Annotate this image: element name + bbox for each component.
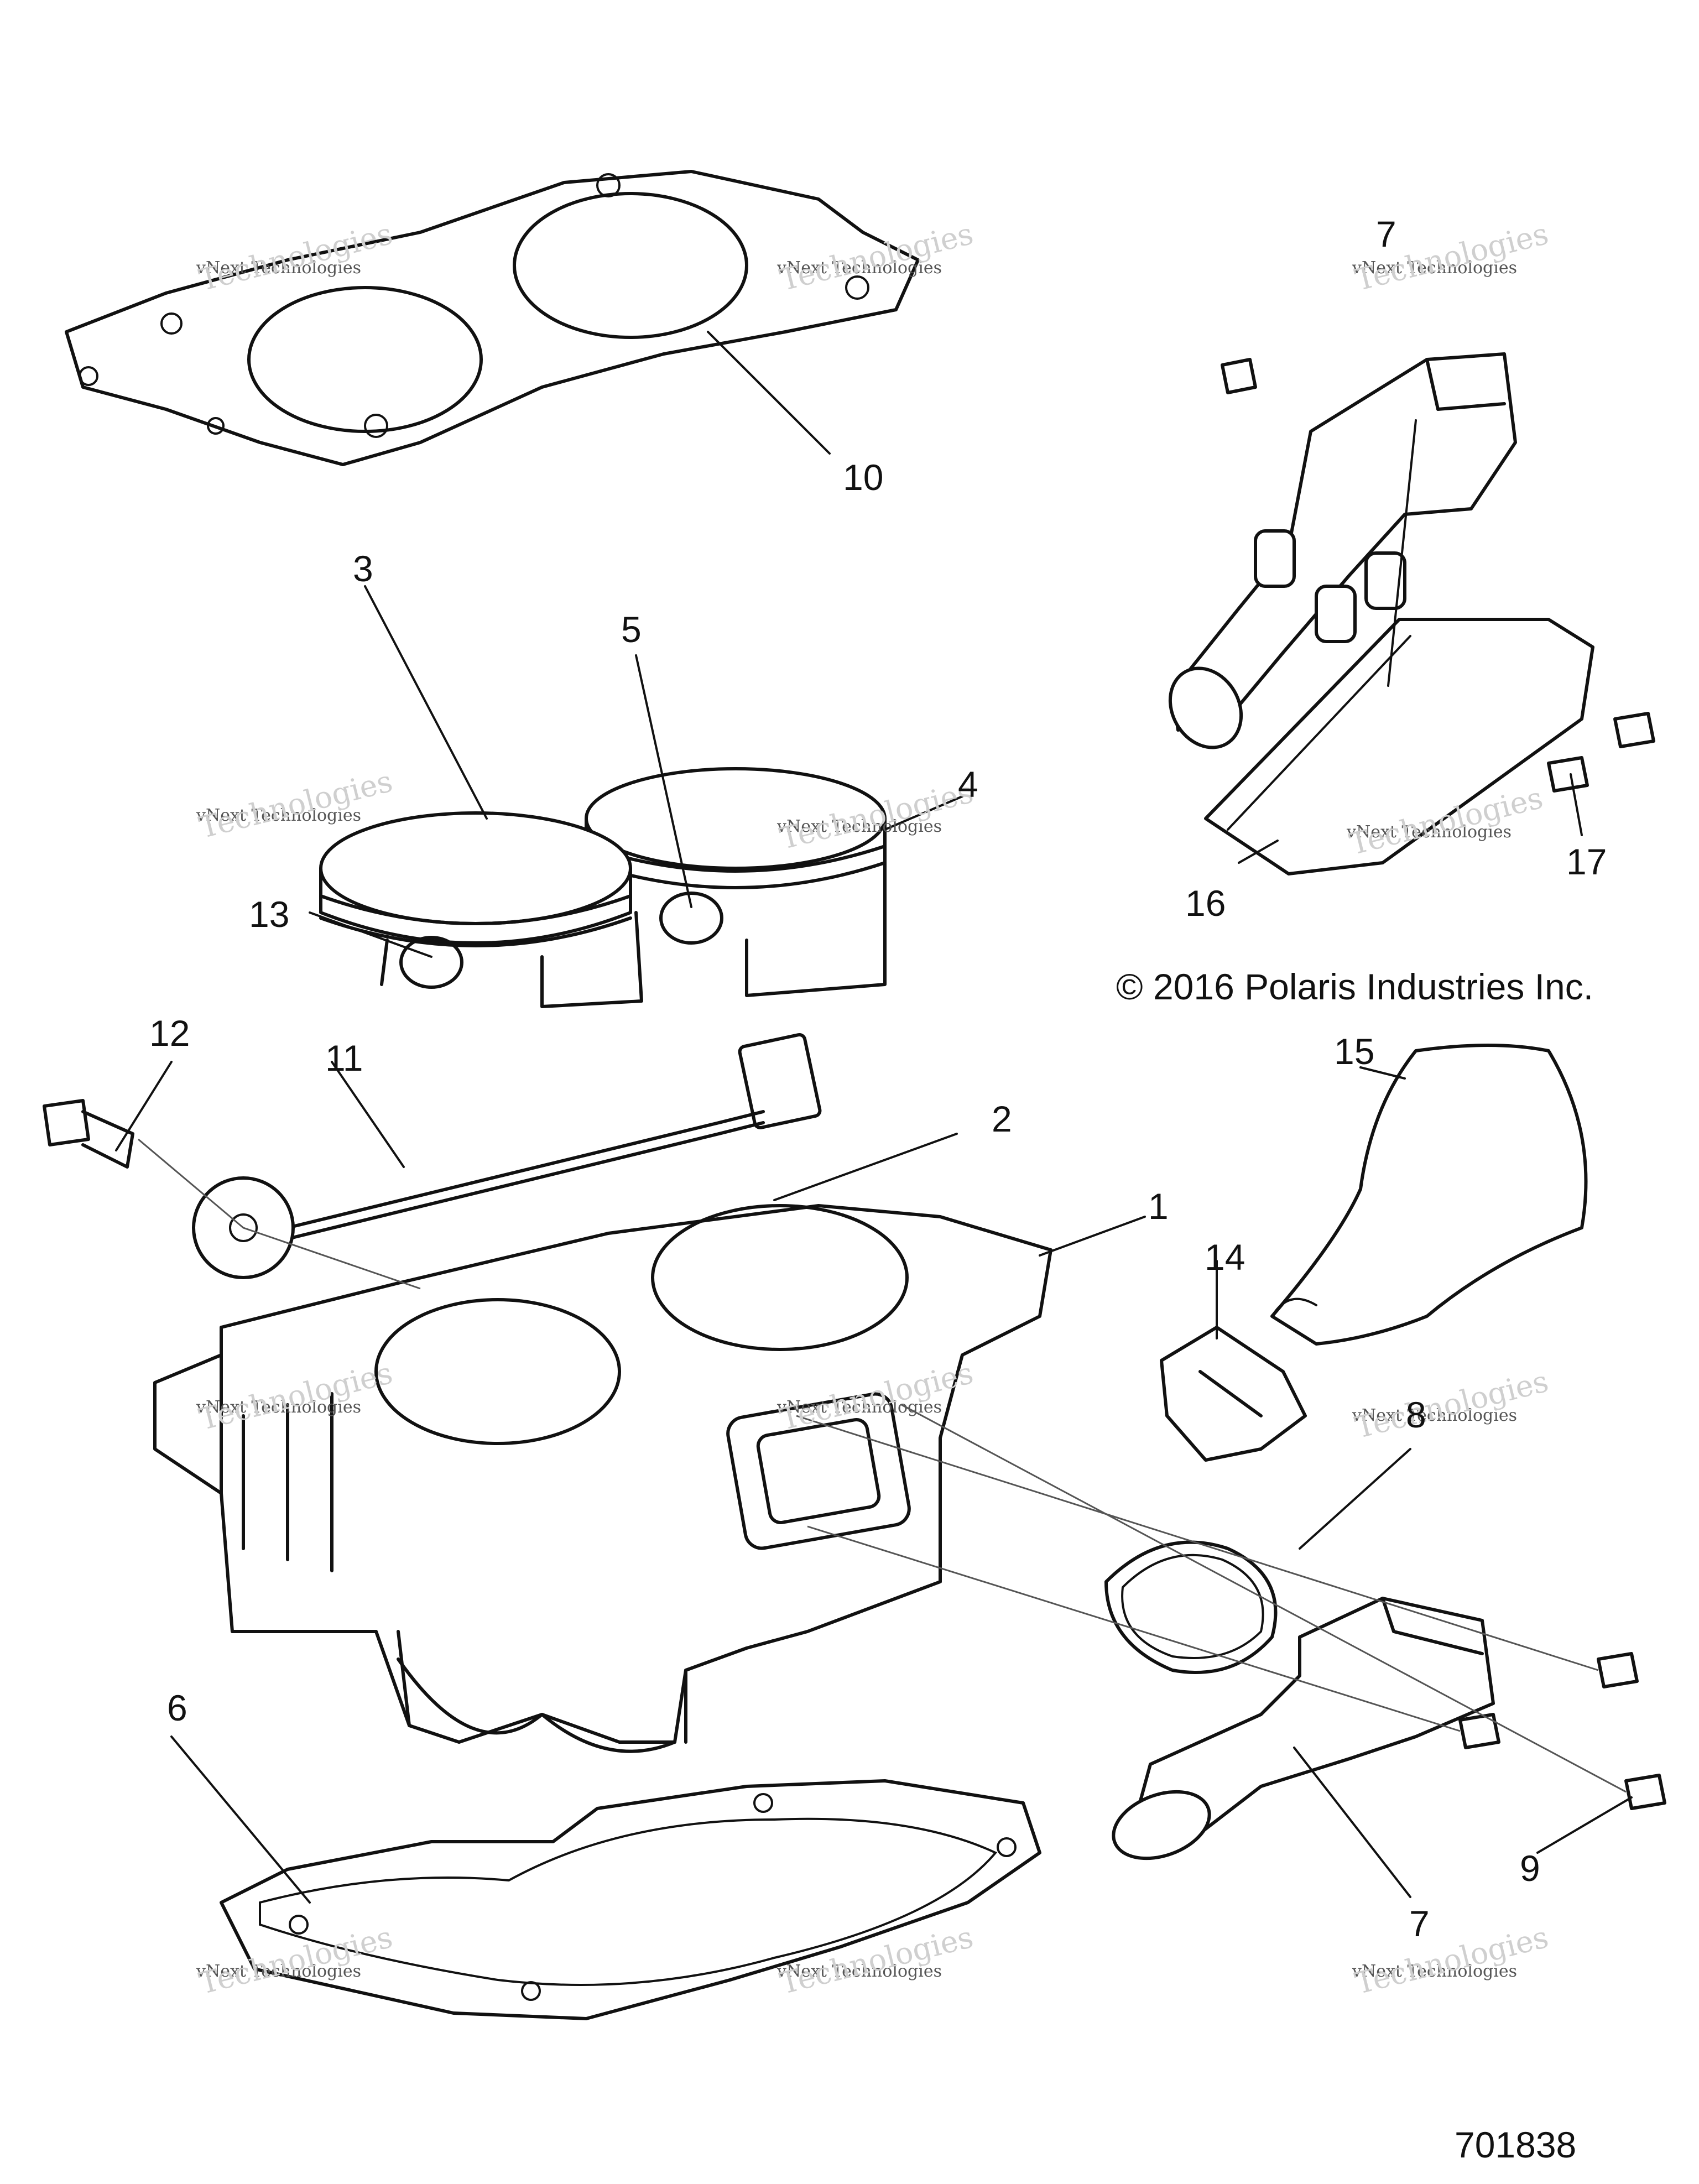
heat-shield [1204, 618, 1594, 875]
copyright-notice: © 2016 Polaris Industries Inc. [1116, 966, 1594, 1007]
hose-clamp [1160, 1326, 1307, 1462]
callout-3: 3 [353, 548, 373, 589]
callout-2: 2 [992, 1098, 1012, 1139]
callout-10: 10 [843, 457, 884, 498]
leader-lines [115, 331, 1633, 1904]
callout-17: 17 [1566, 841, 1607, 882]
callout-4: 4 [958, 764, 978, 805]
callout-16: 16 [1185, 883, 1226, 924]
coolant-hose [1270, 1044, 1588, 1346]
callout-11: 11 [325, 1038, 363, 1078]
callout-13: 13 [249, 894, 290, 935]
callout-8: 8 [1406, 1394, 1426, 1435]
head-gasket [65, 170, 920, 466]
diagram-reference-number: 701838 [1455, 2124, 1577, 2165]
sensor-bolt [43, 1099, 134, 1169]
callout-5: 5 [621, 609, 642, 650]
bolts-17 [1221, 358, 1655, 793]
callout-7-upper: 7 [1376, 213, 1396, 254]
callout-7-lower: 7 [1409, 1903, 1430, 1944]
temperature-sensor [192, 1033, 822, 1279]
callout-14: 14 [1205, 1237, 1245, 1278]
base-gasket [220, 1779, 1041, 2020]
lower-water-outlet [1112, 1597, 1495, 1860]
callout-6: 6 [167, 1687, 187, 1728]
callout-12: 12 [149, 1013, 190, 1054]
callout-1: 1 [1148, 1186, 1169, 1227]
outlet-gasket [1104, 1540, 1278, 1674]
upper-water-outlet [1168, 352, 1517, 749]
cylinder-block [153, 1204, 1052, 1753]
piston-assembly [319, 767, 887, 1008]
callout-9: 9 [1520, 1848, 1540, 1889]
callout-15: 15 [1334, 1031, 1375, 1072]
assembly-lines [138, 1138, 1627, 1793]
